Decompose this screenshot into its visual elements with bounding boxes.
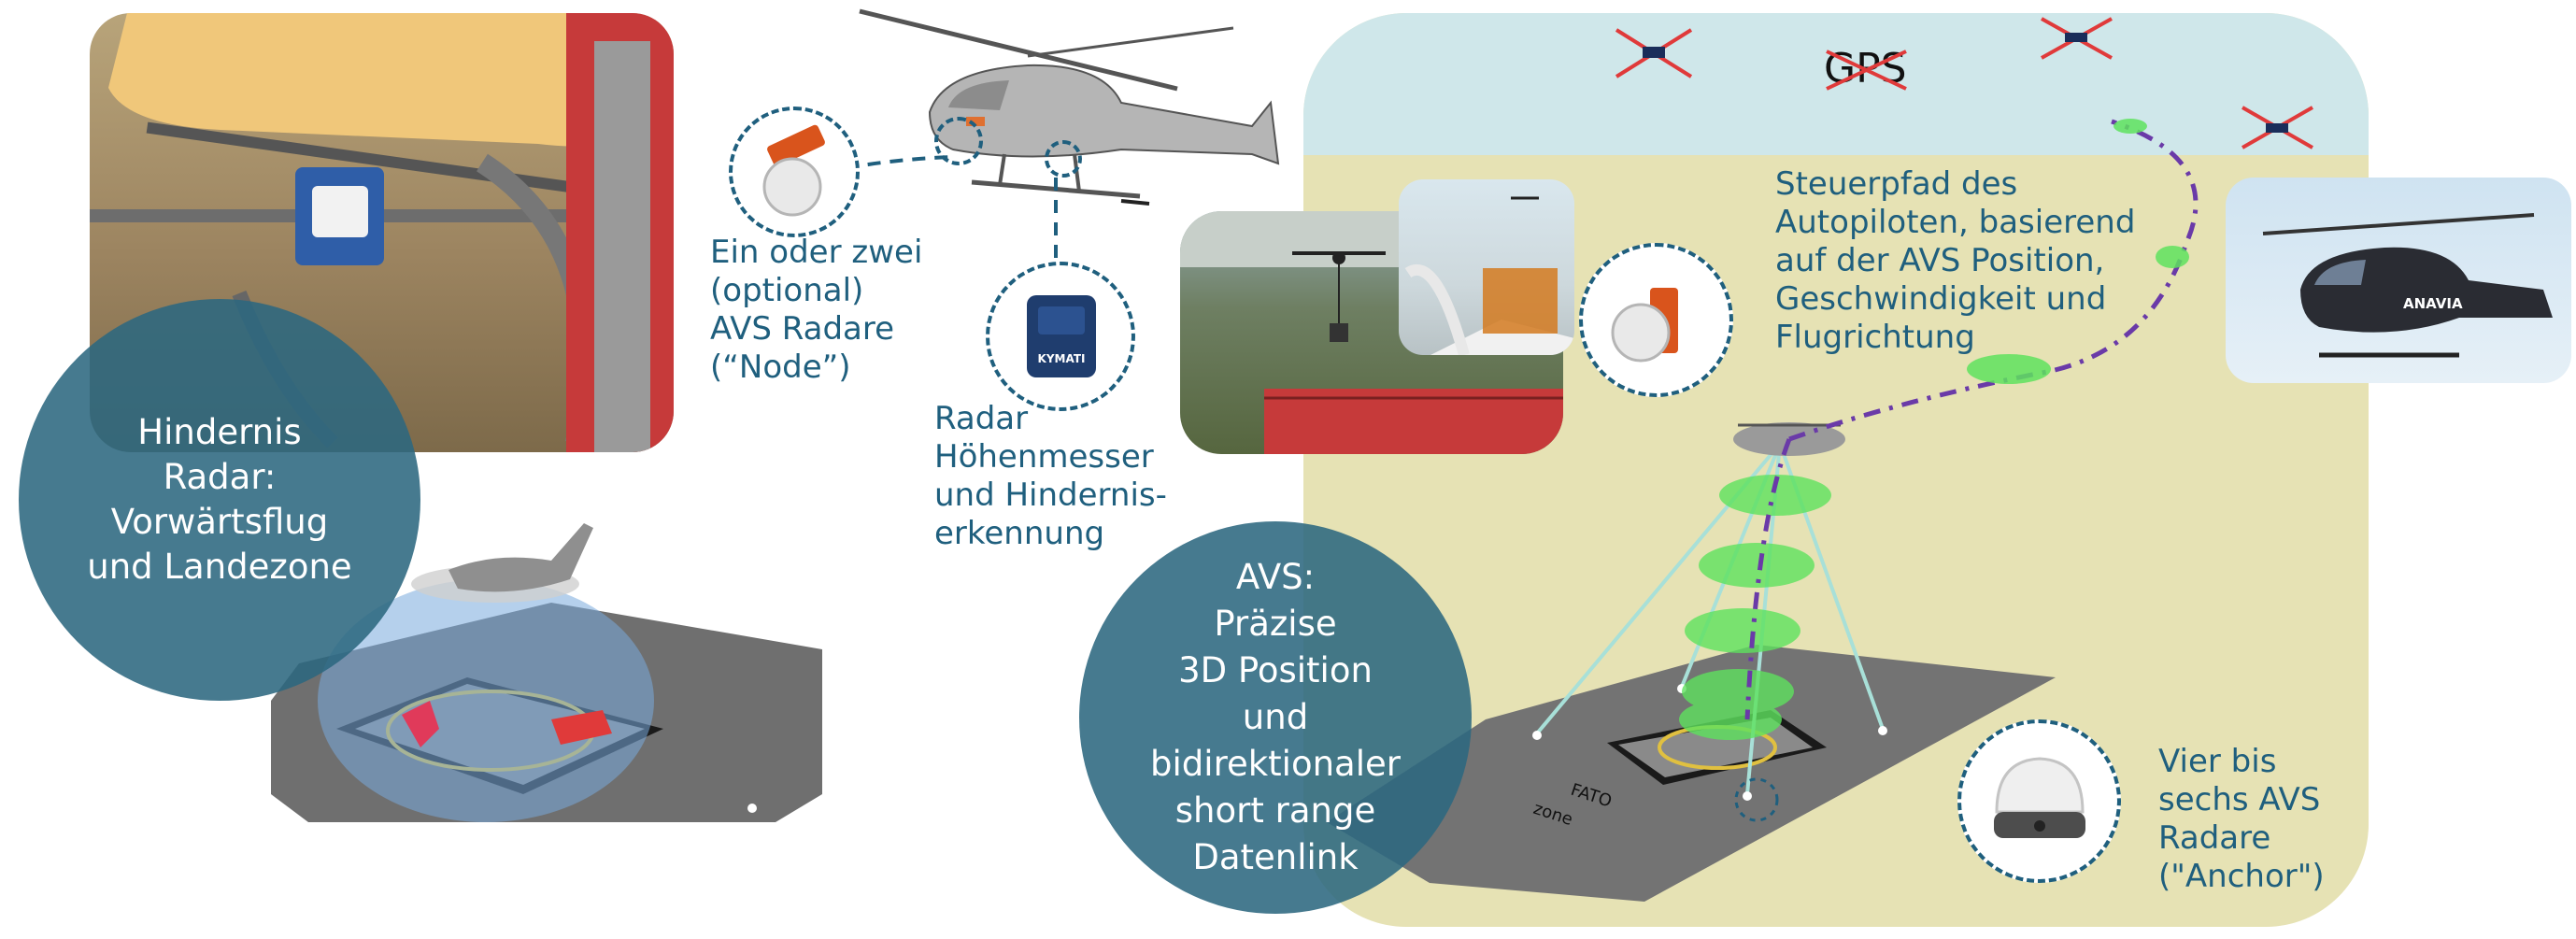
descending-helicopters (1679, 475, 1831, 740)
anavia-brand-text: ANAVIA (2403, 295, 2463, 312)
device-brand-text: KYMATI (1038, 352, 1086, 365)
kymati-device-icon: KYMATI (1027, 295, 1096, 377)
mounted-radar-photo-art (90, 13, 674, 452)
helipad-obstacle-scene-art (271, 523, 822, 822)
wind-turbine-drone-photo (1399, 179, 1574, 355)
obstacle-radar-bubble: Hindernis Radar: Vorwärtsflug und Landez… (19, 299, 420, 701)
avs-bubble: AVS: Präzise 3D Position und bidirektion… (1079, 521, 1472, 914)
hotspot-dash-circle-1 (934, 117, 983, 165)
mounted-radar-photo (90, 13, 674, 452)
wind-turbine-drone-photo-art (1404, 196, 1574, 355)
gps-cross-icon-4 (2242, 106, 2313, 149)
helicopter-illustration-art (859, 8, 1280, 206)
altimeter-label: Radar Höhenmesser und Hindernis- erkennu… (934, 400, 1167, 552)
node-radar-label: Ein oder zwei (optional) AVS Radare (“No… (710, 234, 923, 386)
helipad-obstacle-scene (271, 486, 832, 832)
node-radar-icon (762, 124, 825, 217)
anavia-helicopter-photo: ANAVIA (2226, 178, 2571, 383)
gps-cross-icon-3 (2041, 17, 2113, 60)
anchor-radar-detail (1957, 719, 2121, 883)
obstacle-radar-bubble-text: Hindernis Radar: Vorwärtsflug und Landez… (87, 412, 352, 587)
node-radar-detail (729, 107, 860, 237)
anchor-label: Vier bis sechs AVS Radare ("Anchor") (2158, 743, 2325, 895)
anchor-radar-icon (1994, 757, 2085, 838)
path-helicopters (1967, 119, 2189, 384)
gps-cross-icon-2 (1826, 50, 1907, 91)
helicopter-illustration (841, 0, 1280, 215)
avs-bubble-text: AVS: Präzise 3D Position und bidirektion… (1150, 557, 1401, 877)
node-radar-detail-right (1579, 243, 1733, 397)
autopilot-label: Steuerpfad des Autopiloten, basierend au… (1775, 165, 2136, 356)
node-radar-icon-right (1611, 288, 1678, 363)
anavia-helicopter-art: ANAVIA (2262, 213, 2553, 358)
hotspot-dash-circle-2 (1045, 140, 1082, 178)
gps-cross-icon-1 (1615, 28, 1693, 78)
altimeter-detail: KYMATI (986, 262, 1135, 411)
